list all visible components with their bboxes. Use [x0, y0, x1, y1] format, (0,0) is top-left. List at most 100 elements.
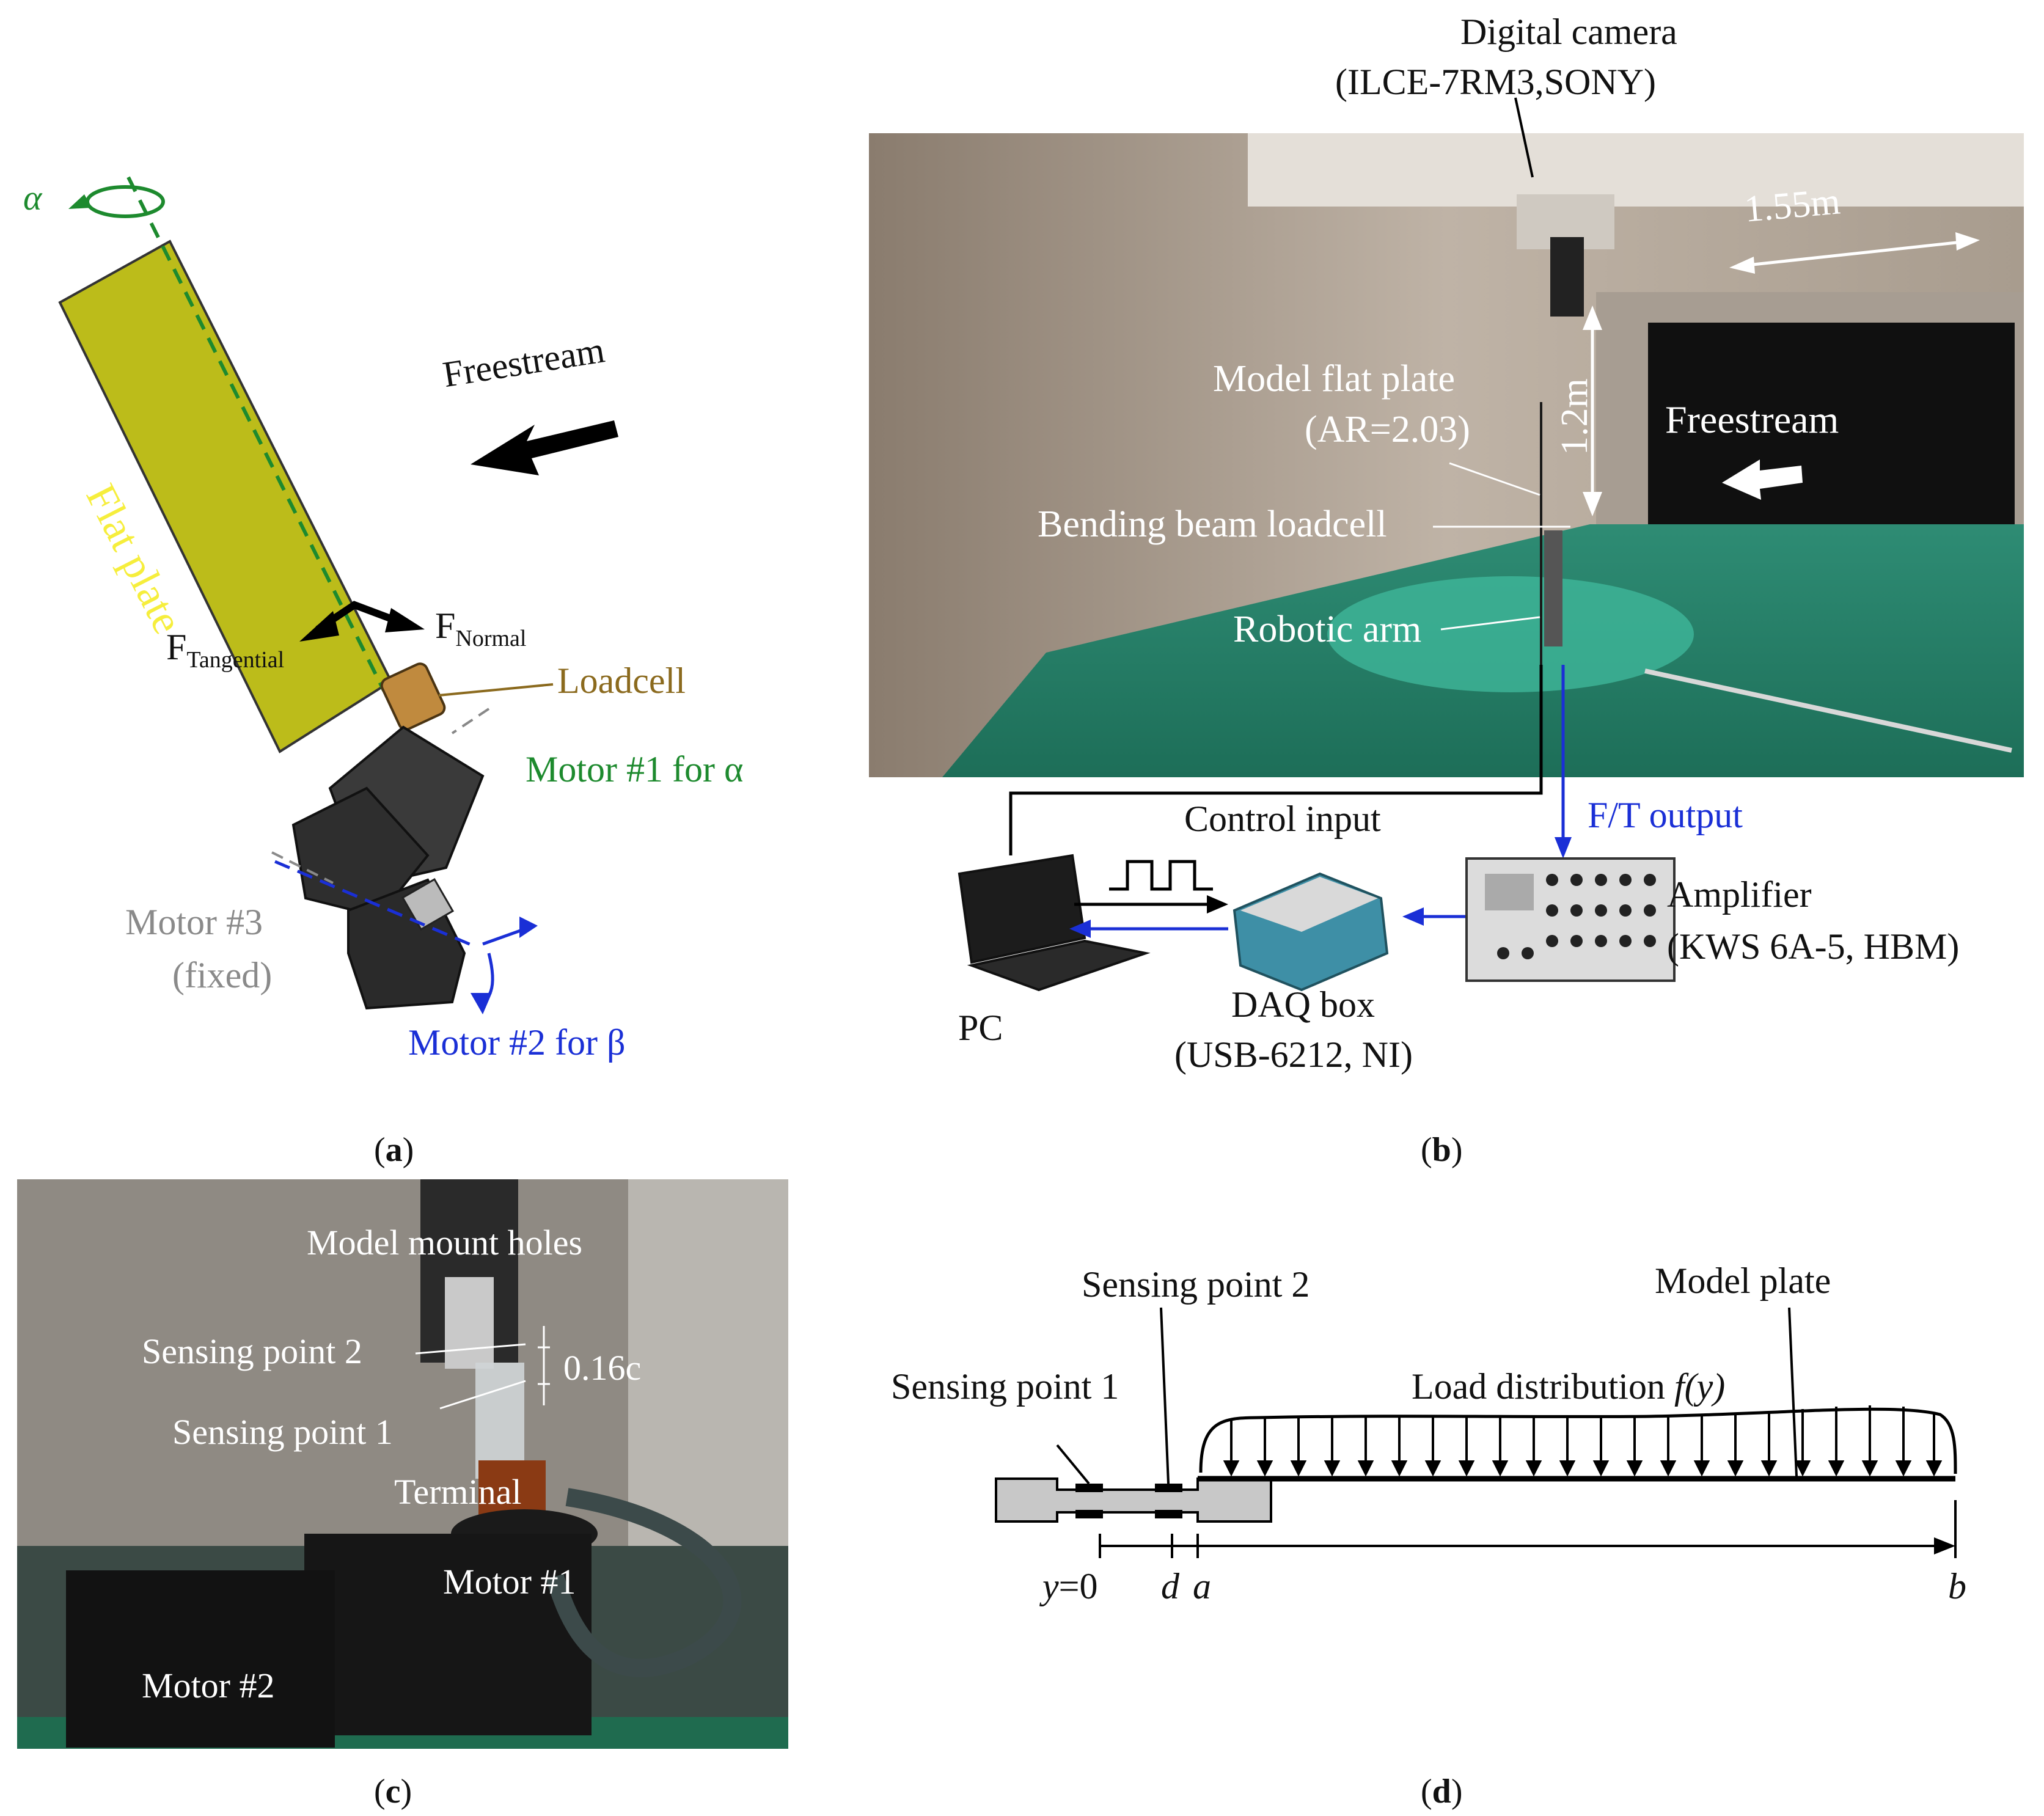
f-tangential-arrowhead [299, 611, 339, 642]
sp1-leader-d [1056, 1444, 1090, 1485]
caption-d-letter: d [1432, 1773, 1451, 1811]
width-arrow-left [1729, 257, 1755, 274]
daq-box-top [1240, 877, 1378, 932]
sensing-point-1-bottom [1075, 1510, 1103, 1518]
pc-label: PC [958, 1008, 1003, 1048]
panel-c: Model mount holes Sensing point 2 0.16c … [0, 1161, 855, 1816]
robotic-arm-shape [1544, 530, 1562, 646]
panel-a-drawing [58, 176, 618, 1014]
f-normal-label: FNormal [435, 605, 526, 652]
model-plate-leader [1788, 1307, 1798, 1477]
bending-beam-loadcell-label: Bending beam loadcell [1038, 503, 1387, 545]
wind-tunnel-scene [869, 133, 2024, 777]
motor-1-axis [451, 708, 490, 734]
arm-leader [1440, 616, 1540, 631]
beta-arrow-head-right [519, 917, 538, 938]
daq-to-pc-arrowhead [1069, 920, 1091, 938]
y-variable: y [1042, 1566, 1059, 1606]
panel-a: α Freestream Flat plate FTangential FNor… [0, 0, 855, 1169]
motor-3-label-line2: (fixed) [172, 955, 273, 995]
motor-1-photo [304, 1534, 592, 1735]
model-plate-label: Model plate [1655, 1261, 1831, 1301]
sensing-point-1-top [1075, 1484, 1103, 1492]
rotation-axis [126, 176, 386, 692]
motor-2-label: Motor #2 for β [408, 1022, 626, 1063]
wind-tunnel-photo [869, 133, 2024, 777]
caption-d: (d) [1421, 1773, 1463, 1811]
sensing-point-2-top [1155, 1484, 1182, 1492]
daq-label-line1: DAQ box [1231, 984, 1375, 1025]
y-axis-arrowhead [1934, 1537, 1955, 1554]
freestream-arrow-white [1722, 459, 1803, 500]
sp1-leader-c [439, 1380, 526, 1410]
d-label: d [1161, 1566, 1179, 1606]
motor-3-axis [271, 851, 334, 884]
loadcell-photo [17, 1179, 788, 1749]
load-distribution-function: f(y) [1674, 1366, 1726, 1407]
panel-b-annotations [958, 97, 1980, 992]
mount-holes-plate [445, 1277, 494, 1369]
mount-holes-label: Model mount holes [307, 1223, 583, 1262]
amplifier-label-line1: Amplifier [1667, 874, 1812, 915]
height-arrow-bottom [1583, 492, 1602, 516]
cable [1644, 668, 2012, 753]
camera-body [1550, 237, 1584, 317]
sensing-beam [475, 1363, 524, 1479]
panel-b: Digital camera (ILCE-7RM3,SONY) 1.55m 1.… [855, 0, 2044, 1169]
y-zero: =0 [1058, 1566, 1098, 1606]
sp2-leader-c [415, 1343, 526, 1355]
laptop-keyboard [967, 939, 1151, 992]
loadcell-label: Loadcell [557, 661, 686, 701]
beam-diagram [995, 1307, 1957, 1558]
beta-arrow-upper [482, 927, 526, 946]
beta-arrow-head-down [471, 993, 492, 1014]
sp2-leader-d [1160, 1307, 1170, 1484]
y-zero-label: y=0 [1042, 1565, 1097, 1608]
camera-label-line1: Digital camera [1460, 12, 1677, 52]
caption-b-letter: b [1432, 1131, 1451, 1169]
dim-label-c: 0.16c [563, 1348, 642, 1388]
robotic-arm-label: Robotic arm [1233, 609, 1422, 650]
motor-2-photo [66, 1570, 335, 1748]
pulse-signal [1109, 860, 1213, 891]
alpha-arrow-head [68, 194, 92, 209]
ft-output-arrowhead [1555, 837, 1572, 859]
ft-output-label: F/T output [1588, 795, 1743, 835]
width-dimension-label: 1.55m [1743, 180, 1842, 230]
width-dimension-line [1741, 240, 1968, 268]
caption-c-letter: c [385, 1773, 401, 1811]
motor-1-label-c: Motor #1 [443, 1562, 576, 1602]
control-path [1009, 665, 1543, 855]
model-plate-label-line1: Model flat plate [1213, 358, 1455, 400]
sensing-point-2-bottom [1155, 1510, 1182, 1518]
f-normal-arrowhead [385, 608, 425, 632]
sensing-point-2-label-d: Sensing point 2 [1082, 1264, 1310, 1305]
amplifier-label-line2: (KWS 6A-5, HBM) [1667, 926, 1960, 967]
turntable [1327, 576, 1694, 692]
freestream-arrow [471, 420, 618, 475]
caption-a-letter: a [385, 1131, 403, 1169]
height-dimension-label: 1.2m [1554, 378, 1595, 455]
panel-c-annotations [415, 1326, 550, 1410]
control-input-label: Control input [1184, 799, 1381, 839]
loadcell-body [380, 662, 446, 731]
load-arrows [1223, 1405, 1943, 1477]
laptop-screen [958, 854, 1086, 964]
joint-bracket [401, 877, 455, 931]
model-plate-label-line2: (AR=2.03) [1305, 409, 1470, 450]
f-tangential-sub: Tangential [186, 647, 285, 673]
amp-to-daq-arrowhead [1402, 907, 1424, 926]
overhead-truss [1248, 133, 2024, 207]
sensing-point-2-label-c: Sensing point 2 [142, 1331, 362, 1371]
camera-leader [1514, 97, 1534, 178]
control-arrowhead [1207, 895, 1228, 913]
f-normal-main: F [435, 606, 456, 646]
alpha-rotation-arrow [86, 185, 165, 218]
motor-2-axis [274, 860, 477, 949]
height-arrow-top [1583, 306, 1602, 330]
cable-loop [546, 1488, 742, 1678]
alpha-symbol: α [23, 178, 42, 218]
loadcell-leader [438, 683, 554, 697]
motor-3-label-line1: Motor #3 [125, 902, 263, 942]
f-tangential-label: FTangential [166, 626, 284, 673]
